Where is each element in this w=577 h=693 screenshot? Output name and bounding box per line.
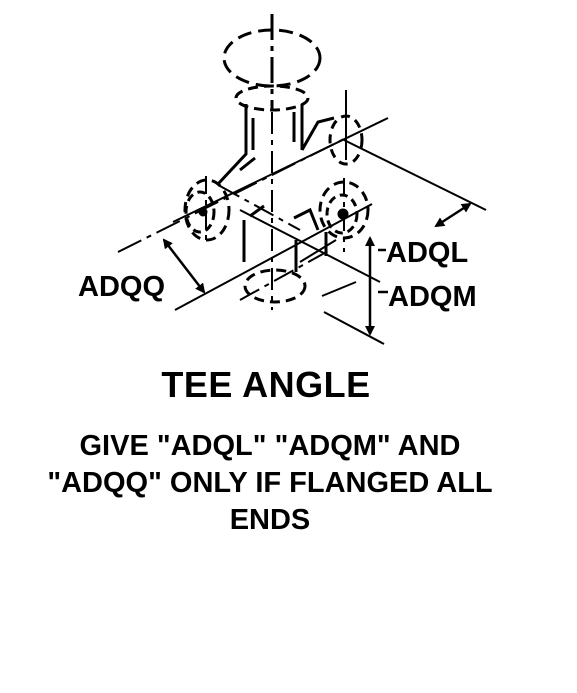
construction-lines: [117, 90, 487, 345]
note-line-2: "ADQQ" ONLY IF FLANGED ALL: [47, 467, 493, 499]
valve-bonnet: [216, 104, 335, 186]
tee-angle-diagram: ADQL ADQM ADQQ: [78, 14, 487, 345]
diagram-title: TEE ANGLE: [161, 364, 371, 405]
adql-label: ADQL: [386, 237, 468, 269]
adqm-label: ADQM: [388, 281, 477, 313]
note-line-1: GIVE "ADQL" "ADQM" AND: [79, 430, 461, 462]
instruction-note: GIVE "ADQL" "ADQM" AND "ADQQ" ONLY IF FL…: [0, 428, 540, 539]
dimension-arrows: [162, 202, 472, 336]
note-line-3: ENDS: [229, 504, 311, 536]
adqq-dimension-arrow: [162, 238, 206, 294]
bottom-flange: [243, 268, 307, 304]
adqq-label: ADQQ: [78, 271, 165, 303]
tee-body: [242, 204, 328, 272]
handwheel: [222, 14, 322, 112]
adql-dimension-arrow: [434, 202, 472, 228]
